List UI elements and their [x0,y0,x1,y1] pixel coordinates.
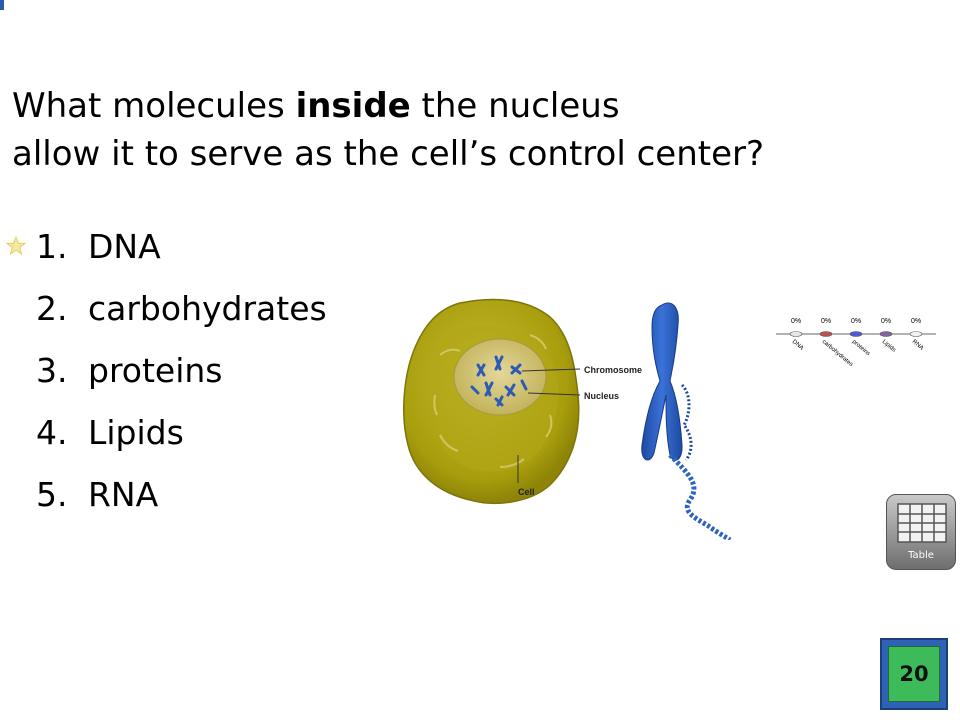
star-icon [6,236,26,255]
poll-category-label: proteins [851,339,871,357]
answer-option-3[interactable]: 3.proteins [36,346,327,408]
table-icon [897,503,947,543]
answer-label: proteins [88,351,223,390]
question-line-2: allow it to serve as the cell’s control … [12,134,765,174]
poll-chart: 0% DNA 0% carbohydrates 0% proteins 0% Lipids 0%… [776,318,936,368]
poll-category-label: DNA [791,339,805,352]
poll-category-label: Lipids [881,339,897,354]
poll-bar [789,331,803,337]
poll-percent-label: 0% [851,318,861,325]
cell-label: Cell [518,487,535,497]
countdown-timer: 20 [880,638,948,710]
answer-option-1[interactable]: 1.DNA [36,222,327,284]
answer-label: DNA [88,227,161,266]
poll-bar [849,331,863,337]
question-emphasis: inside [295,86,411,126]
answer-label: RNA [88,475,159,514]
label-lines [517,368,581,483]
poll-category-label: carbohydrates [821,339,854,368]
poll-percent-label: 0% [791,318,801,325]
table-tool-label: Table [908,550,934,561]
poll-percent-label: 0% [821,318,831,325]
poll-bar [819,331,833,337]
poll-bar [909,331,923,337]
answer-option-5[interactable]: 5.RNA [36,470,327,532]
corner-accent [0,0,4,10]
answer-list: 1.DNA 2.carbohydrates 3.proteins 4.Lipid… [36,222,327,532]
question-text: What molecules inside the nucleus allow … [12,82,912,178]
cell-diagram: Chromosome Nucleus Cell [403,298,732,540]
poll-percent-label: 0% [911,318,921,325]
chromosome-cluster [470,355,528,407]
nucleus [453,338,547,416]
poll-bar [879,331,893,337]
nucleus-label: Nucleus [584,391,619,401]
table-tool-button[interactable]: Table [886,494,956,570]
poll-percent-label: 0% [881,318,891,325]
answer-option-4[interactable]: 4.Lipids [36,408,327,470]
countdown-value: 20 [888,646,940,702]
answer-option-2[interactable]: 2.carbohydrates [36,284,327,346]
chromosome-illustration [641,302,732,540]
answer-label: Lipids [88,413,184,452]
answer-label: carbohydrates [88,289,327,328]
question-line-1: What molecules inside the nucleus [12,86,620,126]
poll-category-label: RNA [911,339,925,352]
chromosome-label: Chromosome [584,365,642,375]
organelle-lines [433,334,553,468]
